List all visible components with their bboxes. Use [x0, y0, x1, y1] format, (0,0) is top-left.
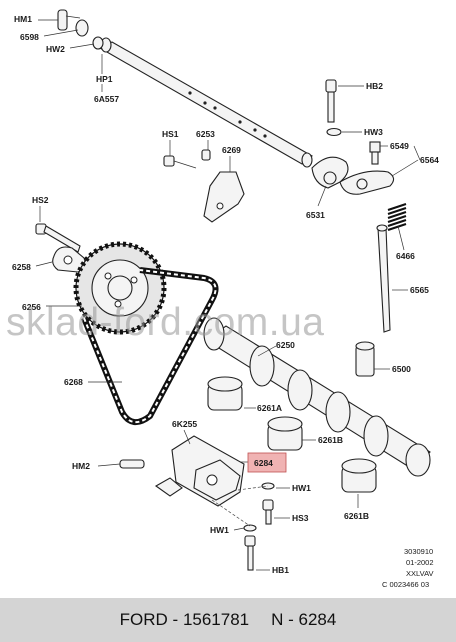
label-hs2: HS2	[32, 195, 49, 205]
label-hb1: HB1	[272, 565, 289, 575]
label-6250: 6250	[276, 340, 295, 350]
exploded-parts-diagram: HM1 6598 HW2 HP1 6A557 HB2 HW3 6549 6564…	[6, 9, 439, 589]
label-hm2: HM2	[72, 461, 90, 471]
thrust-plate-fasteners	[211, 482, 275, 571]
label-hb2: HB2	[366, 81, 383, 91]
label-hw2: HW2	[46, 44, 65, 54]
label-6598: 6598	[20, 32, 39, 42]
pushrod	[376, 224, 391, 333]
footer-part-number: FORD - 1561781	[119, 610, 250, 629]
shaft-end-parts	[57, 9, 104, 50]
camshaft-sprocket	[73, 241, 167, 335]
footer-bar: FORD - 1561781 N - 6284	[0, 598, 456, 642]
camshaft	[203, 317, 431, 477]
label-hs3: HS3	[292, 513, 309, 523]
label-6564: 6564	[420, 155, 439, 165]
sprocket-bolt-group	[35, 223, 86, 273]
label-6466: 6466	[396, 251, 415, 261]
label-6269: 6269	[222, 145, 241, 155]
label-6565: 6565	[410, 285, 429, 295]
timing-chain	[81, 267, 219, 425]
label-hw3: HW3	[364, 127, 383, 137]
watermark-text: sklad-ford.com.ua	[6, 301, 324, 344]
label-hp1: HP1	[96, 74, 113, 84]
rocker-arms	[311, 156, 395, 195]
valve-spring	[387, 202, 407, 232]
rocker-shaft	[98, 37, 313, 168]
label-hs1: HS1	[162, 129, 179, 139]
label-6256: 6256	[22, 302, 41, 312]
rocker-bolt-group	[325, 79, 381, 165]
label-hm1: HM1	[14, 14, 32, 24]
label-6261a: 6261A	[257, 403, 282, 413]
bracket-group	[163, 149, 245, 223]
label-hw1-left: HW1	[210, 525, 229, 535]
footer-reference: N - 6284	[271, 610, 337, 629]
ref-line-4: C 0023466 03	[382, 580, 429, 589]
label-6261b-upper: 6261B	[318, 435, 343, 445]
thrust-plate-assembly	[119, 435, 245, 507]
tappet	[355, 341, 375, 377]
ref-line-2: 01-2002	[406, 558, 434, 567]
highlighted-part-box	[247, 452, 287, 473]
label-6549: 6549	[390, 141, 409, 151]
ref-line-3: XXLVAV	[406, 569, 434, 578]
leader-lines	[35, 19, 421, 571]
label-6261b-lower: 6261B	[344, 511, 369, 521]
label-6258: 6258	[12, 262, 31, 272]
label-6253: 6253	[196, 129, 215, 139]
label-6k255: 6K255	[172, 419, 197, 429]
label-6500: 6500	[392, 364, 411, 374]
label-6a557: 6A557	[94, 94, 119, 104]
ref-line-1: 3030910	[404, 547, 433, 556]
label-6268: 6268	[64, 377, 83, 387]
label-6284: 6284	[254, 458, 273, 468]
label-hw1-right: HW1	[292, 483, 311, 493]
label-6531: 6531	[306, 210, 325, 220]
camshaft-bearings	[207, 376, 377, 493]
